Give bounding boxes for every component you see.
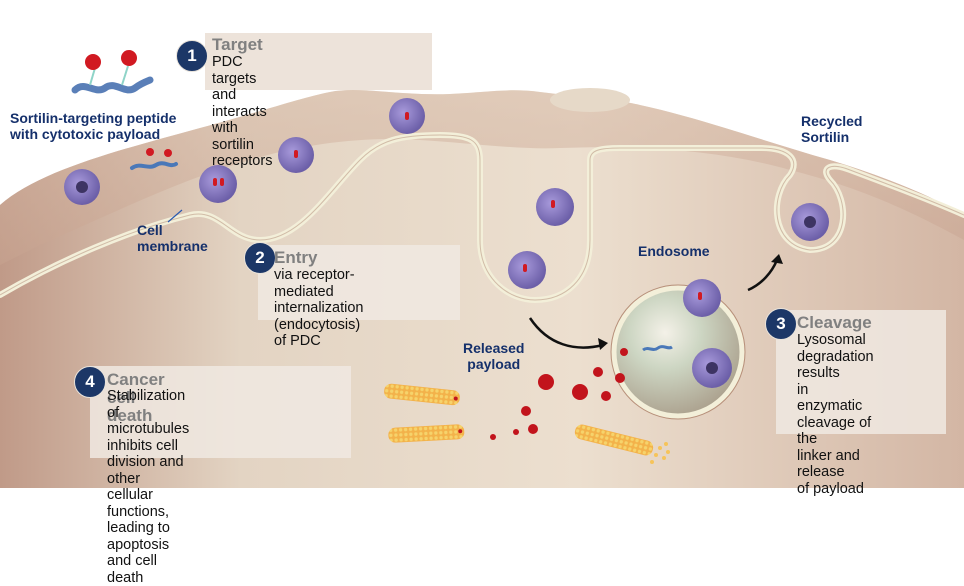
cell-top-surface bbox=[0, 90, 964, 265]
label-cell-membrane: Cell membrane bbox=[137, 222, 208, 254]
step-3-title: Cleavage bbox=[797, 313, 872, 332]
step-2-description: via receptor-mediated internalization (e… bbox=[274, 267, 364, 349]
label-endosome: Endosome bbox=[638, 243, 710, 259]
step-1-title: Target bbox=[212, 35, 263, 54]
label-sortilin-peptide: Sortilin-targeting peptide with cytotoxi… bbox=[10, 110, 177, 142]
microtubule bbox=[388, 424, 465, 443]
label-recycled-sortilin: Recycled Sortilin bbox=[801, 113, 863, 145]
step-1-description: PDC targets and interacts with sortilin … bbox=[212, 54, 273, 169]
microtubules bbox=[384, 383, 670, 464]
released-payload-molecules bbox=[490, 348, 628, 440]
step-4-badge: 4 bbox=[74, 366, 106, 398]
step-4-description: Stabilization of microtubules inhibits c… bbox=[107, 388, 190, 586]
label-released-payload: Released payload bbox=[463, 340, 525, 372]
step-1-badge: 1 bbox=[176, 40, 208, 72]
step-3-badge: 3 bbox=[765, 308, 797, 340]
step-3-description: Lysosomal degradation results in enzymat… bbox=[797, 332, 874, 497]
pdc-mechanism-diagram: Sortilin-targeting peptide with cytotoxi… bbox=[0, 33, 964, 586]
step-2-badge: 2 bbox=[244, 242, 276, 274]
microtubule bbox=[384, 383, 460, 406]
cell-membrane-leader-line bbox=[167, 209, 183, 223]
pdc-molecule-legend bbox=[71, 50, 154, 94]
arrow-to-endosome bbox=[528, 317, 604, 349]
sortilin-receptor bbox=[199, 165, 237, 203]
step-4-title: Cancer cell death bbox=[107, 370, 165, 425]
membrane-bump bbox=[550, 88, 630, 112]
pdc-molecule-small bbox=[130, 148, 178, 170]
sortilin-receptor bbox=[536, 188, 574, 226]
arrow-to-recycled-sortilin bbox=[747, 259, 779, 292]
cleaved-peptide bbox=[642, 345, 673, 352]
step-2-title: Entry bbox=[274, 248, 318, 267]
microtubule bbox=[574, 424, 654, 456]
